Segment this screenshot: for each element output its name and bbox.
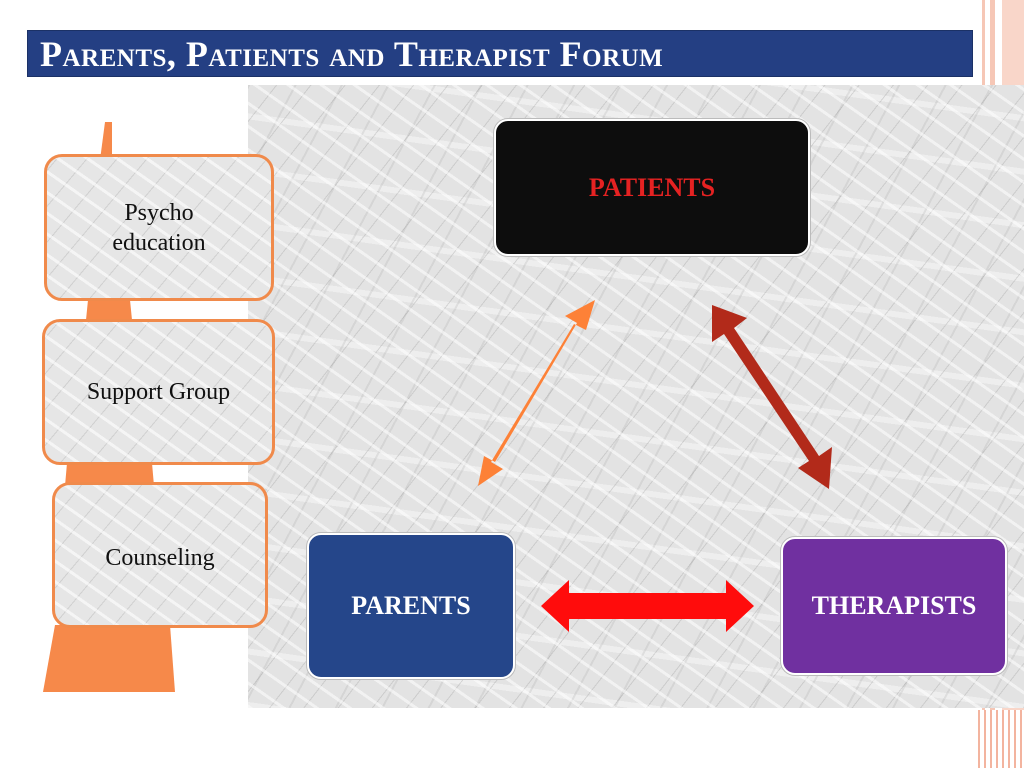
page-title: Parents, Patients and Therapist Forum — [40, 33, 664, 74]
card-label: Psycho education — [112, 199, 206, 256]
node-parents: PARENTS — [307, 533, 515, 679]
title-bar: Parents, Patients and Therapist Forum — [27, 30, 973, 77]
node-label: PARENTS — [351, 591, 471, 620]
card-label: Support Group — [86, 379, 231, 405]
node-label: PATIENTS — [588, 173, 716, 202]
node-patients: PATIENTS — [494, 119, 810, 256]
card-counseling: Counseling — [52, 482, 268, 628]
card-psycho-education: Psycho education — [44, 154, 274, 301]
node-therapists: THERAPISTS — [781, 537, 1007, 675]
card-label: Counseling — [105, 545, 215, 571]
card-support-group: Support Group — [42, 319, 275, 465]
edge-stripe — [978, 710, 1024, 768]
ladder-shape — [43, 122, 175, 692]
node-label: THERAPISTS — [811, 591, 977, 620]
